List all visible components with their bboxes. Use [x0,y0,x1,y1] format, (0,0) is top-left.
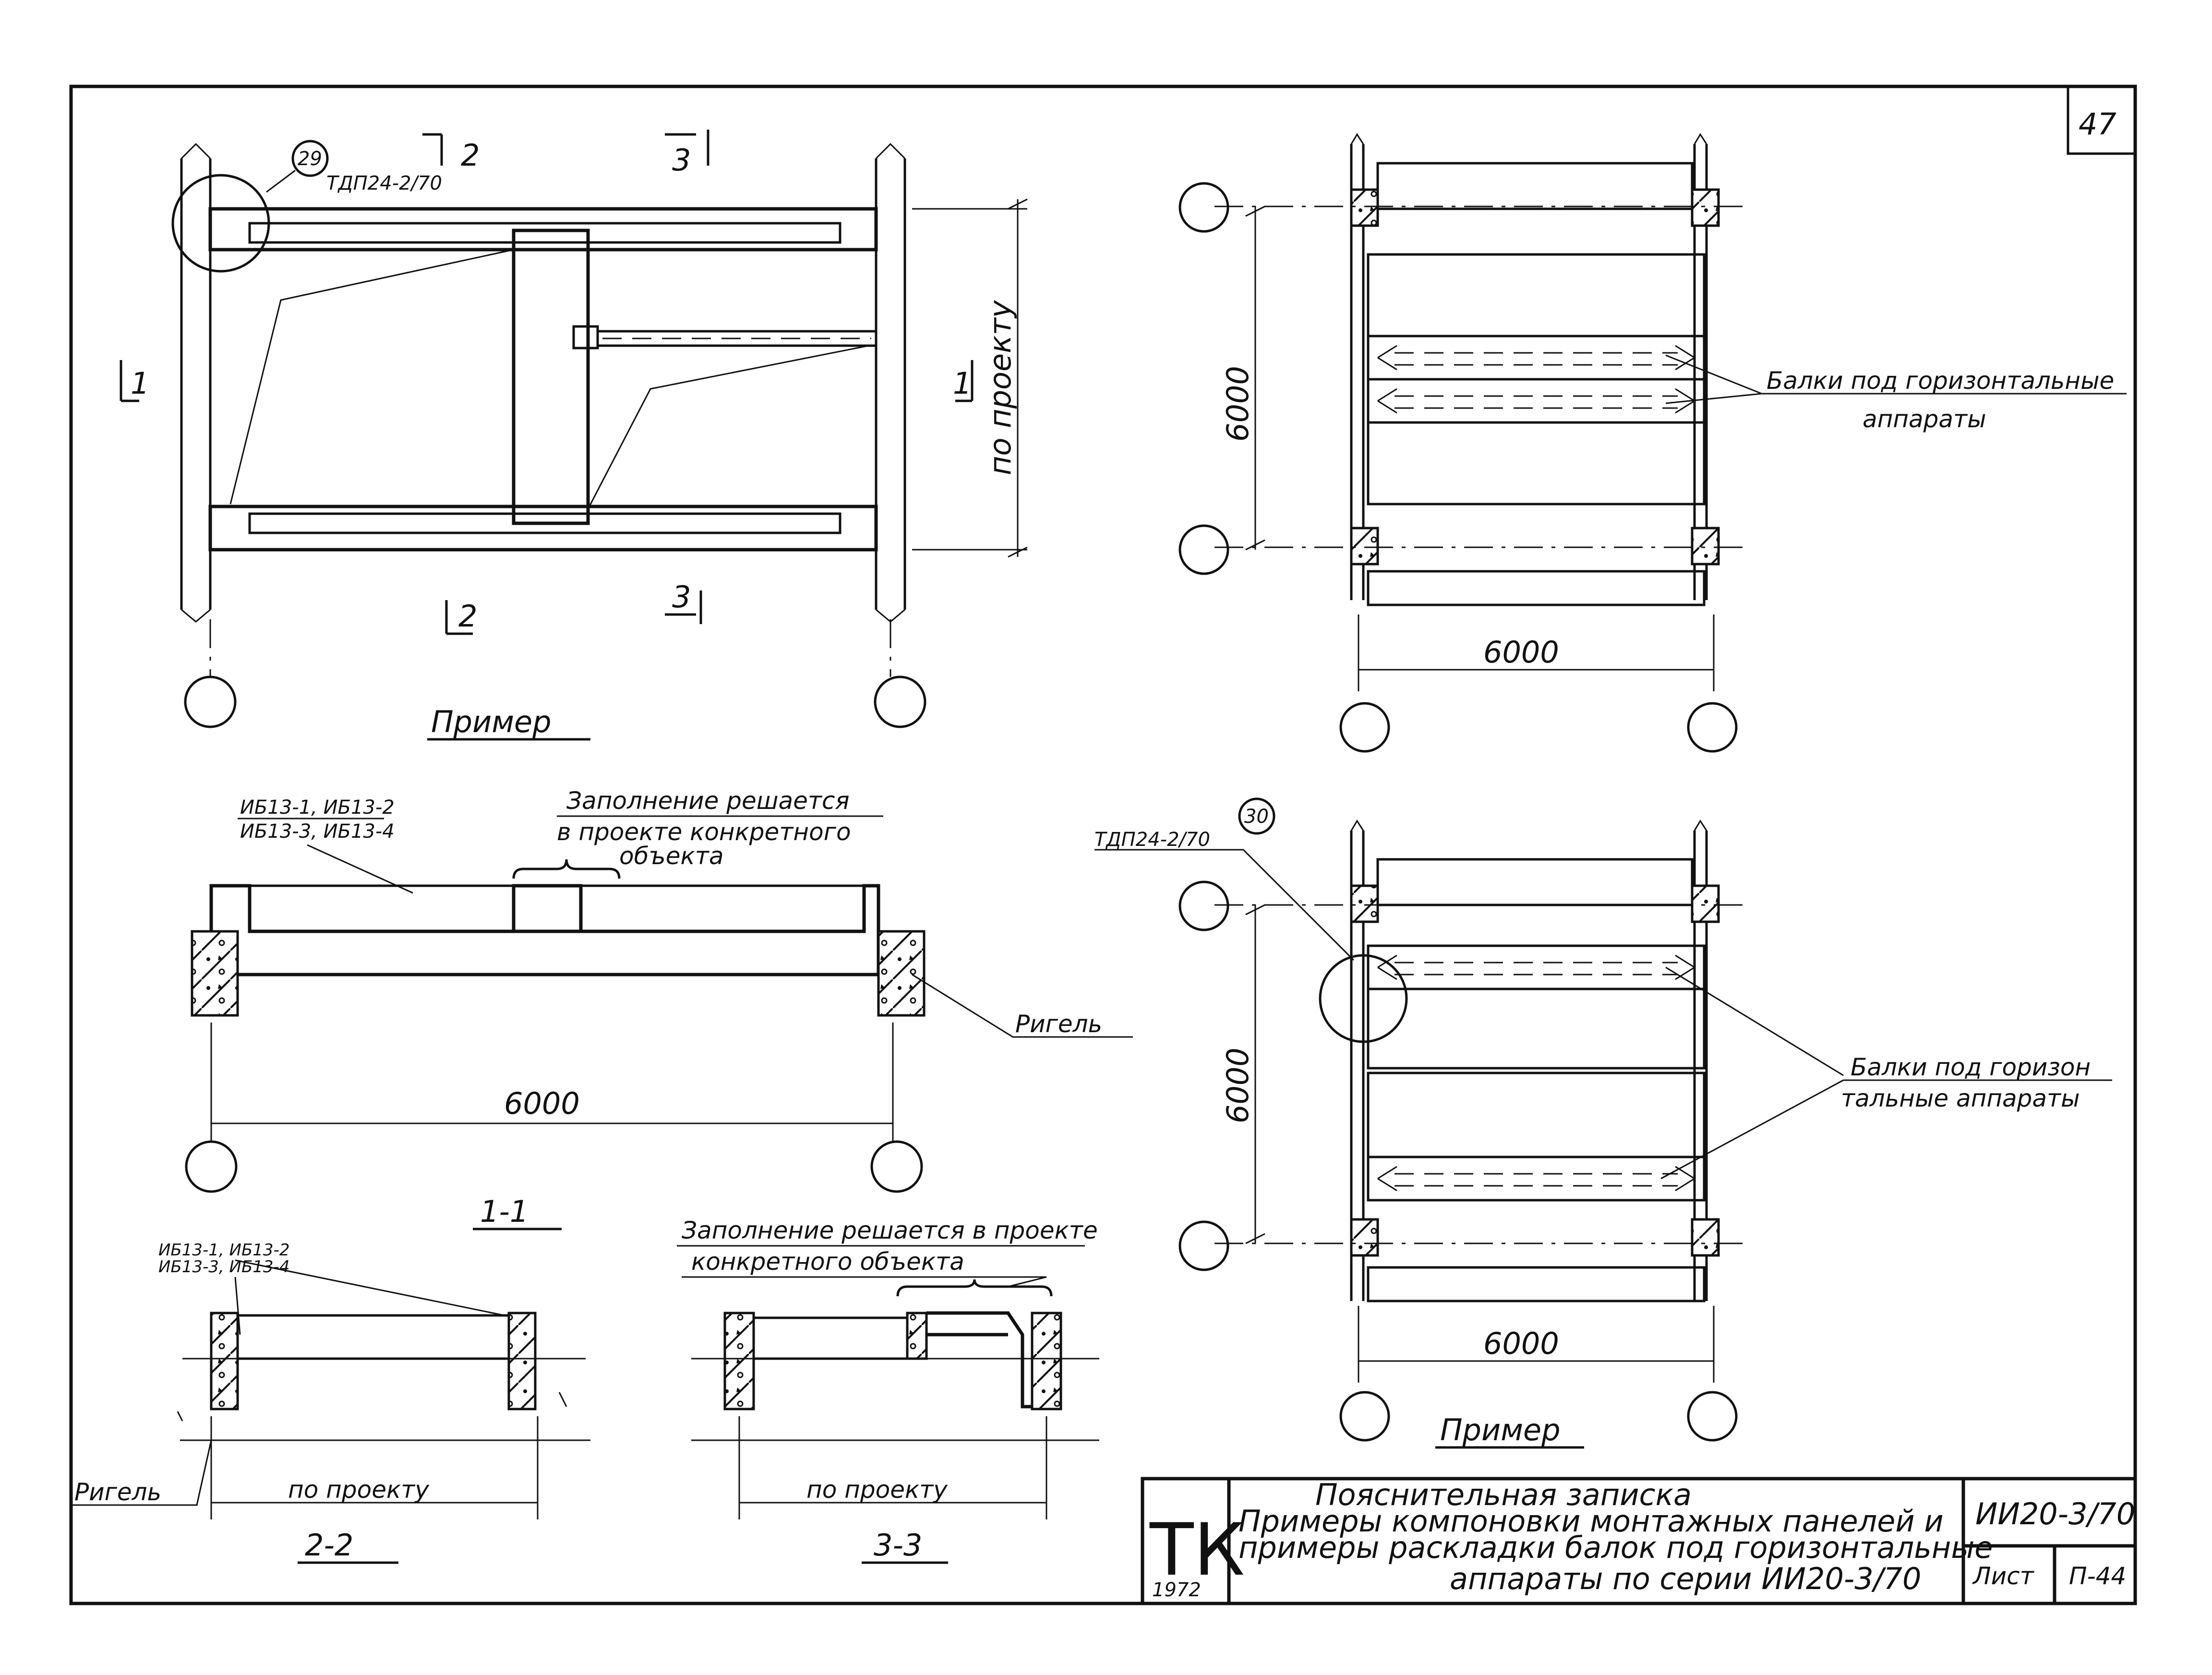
sheet-label: Лист [1972,1562,2035,1590]
tk-year: 1972 [1152,1579,1201,1601]
title-line-1: Пояснительная записка [1315,1477,1692,1512]
dim-6000-section-1-1: 6000 [504,1086,580,1121]
panel-marks-1: ИБ13-1, ИБ13-2 [240,796,395,819]
section-marker-1-left: 1 [131,366,149,401]
title-line-2: Примеры компоновки монтажных панелей и [1238,1504,1944,1539]
sheet-number: П-44 [2069,1562,2126,1590]
fill-note-3: объекта [619,842,723,870]
note-beams-bottom-1: Балки под горизон [1851,1053,2091,1081]
section-2-2: ИБ13-1, ИБ13-2 ИБ13-3, ИБ13-4 по проекту… [72,1241,590,1564]
axis-bubble [870,1140,923,1193]
caption-section-2-2: 2-2 [305,1528,353,1563]
sheet-frame: 47 [69,84,2137,1605]
fill-note-1: Заполнение решается [566,787,850,815]
fill-note-3-3-2: конкретного объекта [691,1248,964,1276]
plan-bottom-right: 30 ТДП24-2/70 6000 6000 Балки под горизо… [1094,797,2112,1449]
dim-6000-vertical-top: 6000 [1220,366,1255,442]
panel-marks-2: ИБ13-3, ИБ13-4 [240,820,395,843]
series-code: ИИ20-3/70 [1975,1496,2135,1531]
title-line-4: аппараты по серии ИИ20-3/70 [1450,1561,1922,1596]
dim-6000-horizontal-bottom: 6000 [1483,1326,1559,1361]
section-marker-1-right: 1 [953,366,972,401]
axis-bubble [874,675,926,728]
panel-marks-2-2-a: ИБ13-1, ИБ13-2 [158,1241,289,1260]
rigel-label-2-2: Ригель [74,1478,161,1506]
note-beams-top-1: Балки под горизонтальные [1767,367,2114,395]
fill-note-3-3-1: Заполнение решается в проекте [682,1217,1098,1244]
section-marker-3-bottom: 3 [672,579,691,615]
caption-section-3-3: 3-3 [874,1528,922,1563]
note-beams-top-2: аппараты [1863,405,1986,433]
axis-bubble [1339,1391,1390,1442]
axis-bubble [1178,1220,1229,1271]
callout-number-29: 29 [298,148,322,170]
dim-6000-horizontal-top: 6000 [1483,635,1559,670]
section-marker-3-top: 3 [672,143,691,178]
section-marker-2-bottom: 2 [458,599,477,634]
caption-section-1-1: 1-1 [480,1194,529,1229]
axis-bubble [185,1140,238,1193]
axis-bubble [184,675,237,728]
axis-bubble [1178,182,1229,233]
dim-label-2-2: по проекту [288,1476,430,1504]
section-marker-2-top: 2 [461,138,480,173]
page-number: 47 [2079,107,2116,142]
axis-bubble [1339,702,1390,753]
section-3-3: Заполнение решается в проекте конкретног… [677,1217,1099,1564]
caption-plan-example-left: Пример [431,704,552,739]
fill-note-2: в проекте конкретного [557,818,851,846]
callout-mark-29: ТДП24-2/70 [326,172,442,194]
plan-top-left: 29 ТДП24-2/70 2 3 2 3 1 1 по проекту При… [120,130,1028,741]
dim-label-3-3: по проекту [806,1476,948,1504]
axis-bubble [1687,1391,1738,1442]
section-1-1: ИБ13-1, ИБ13-2 ИБ13-3, ИБ13-4 Заполнение… [185,787,1133,1230]
axis-bubble [1687,702,1738,753]
caption-plan-example-right: Пример [1440,1412,1561,1447]
axis-bubble [1178,524,1229,575]
callout-number-30: 30 [1244,806,1269,828]
note-beams-bottom-2: тальные аппараты [1841,1085,2080,1112]
title-block: ТК 1972 Пояснительная записка Примеры ко… [1141,1477,2137,1605]
dim-label-vertical: по проекту [983,300,1018,475]
dim-6000-vertical-bottom: 6000 [1220,1048,1255,1123]
axis-bubble [1178,880,1229,931]
rigel-label-1-1: Ригель [1015,1010,1102,1038]
tk-mark: ТК [1149,1508,1245,1592]
plan-top-right: 6000 6000 Балки под горизонтальные аппар… [1178,133,2127,753]
title-line-3: примеры раскладки балок под горизонтальн… [1238,1530,1993,1565]
callout-mark-30: ТДП24-2/70 [1094,829,1210,851]
